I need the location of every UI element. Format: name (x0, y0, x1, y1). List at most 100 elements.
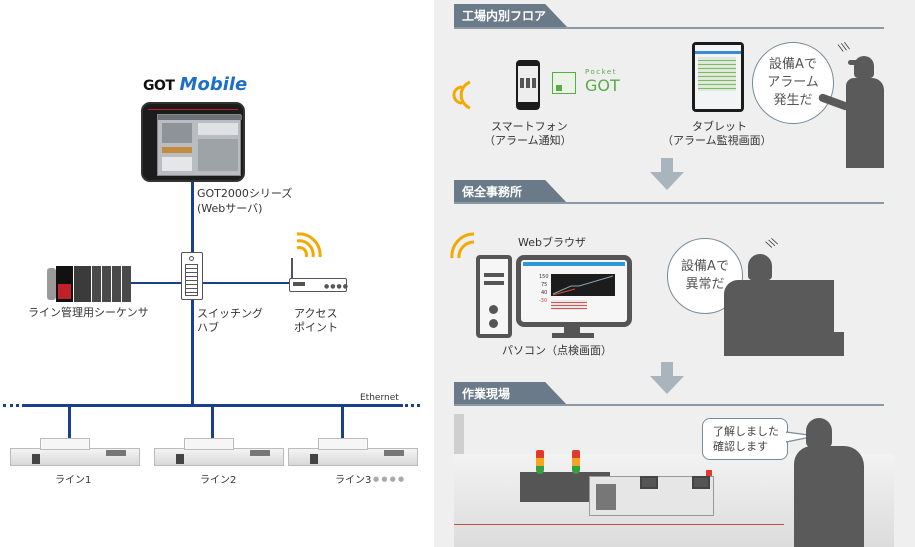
hub-label-line2: ハブ (197, 321, 219, 334)
production-line-1[interactable] (10, 436, 140, 466)
line1-drop (68, 406, 71, 439)
logo-got: GOT (143, 78, 175, 94)
device-accent-stripe (148, 109, 238, 110)
plc-cpu-module (56, 266, 73, 302)
worker-cap (848, 60, 860, 65)
desk-silhouette (764, 332, 844, 356)
worker-body (846, 78, 884, 168)
pc-tower[interactable] (476, 255, 512, 338)
pc-value-2: 75 (541, 282, 548, 288)
tablet-screen (695, 45, 741, 109)
production-line-2[interactable] (154, 436, 284, 466)
machine-cover (40, 438, 90, 450)
machine-part (384, 450, 404, 456)
got2000-label: GOT2000シリーズ (197, 187, 293, 200)
screen-readouts (162, 157, 192, 171)
hub-ports (185, 264, 198, 296)
screen-lamps (162, 147, 192, 153)
scenario-panel: 工場内別フロア Pocket GOT スマートフォン （アラーム通知） タブレッ… (434, 0, 915, 547)
speech-line: 設備Aで (681, 259, 729, 274)
pocket-got-bottom: GOT (585, 76, 620, 95)
drive-bay (484, 273, 504, 277)
ap-body: ●●●● (289, 278, 349, 292)
signal-tower-2 (572, 450, 580, 474)
browser-title-bar (523, 262, 625, 266)
speech-tail (786, 431, 816, 443)
got-panel-screen (640, 476, 658, 489)
line1-label: ライン1 (55, 475, 92, 486)
pocket-got-icon (552, 72, 576, 94)
pc-label: パソコン（点検画面） (502, 344, 612, 357)
wifi-signal-icon (452, 80, 471, 110)
screen-buttons-area (162, 123, 192, 143)
machine-part (106, 450, 126, 456)
plc-io-module (112, 266, 121, 302)
browser-label: Webブラウザ (518, 236, 586, 249)
tablet[interactable] (692, 42, 744, 112)
device-screen (157, 114, 242, 176)
pc-value-3: 40 (541, 290, 548, 296)
signal-tower-1 (536, 450, 544, 474)
pocket-got-icon-detail (556, 85, 562, 91)
tablet-toolbar (695, 51, 741, 54)
machine-part (310, 454, 318, 464)
machine-part (176, 454, 184, 464)
speech-line: 設備Aで (769, 57, 817, 72)
hub-led (189, 256, 194, 261)
pc-alarm-table (551, 300, 587, 310)
plc-io-module (74, 266, 91, 302)
section-rule (454, 27, 884, 29)
speech-line: 了解しました (713, 425, 779, 438)
plc-power-module (47, 268, 56, 300)
machine-part (32, 454, 40, 464)
pc-monitor[interactable]: 150 75 40 -30 (516, 255, 632, 327)
machine-window (596, 484, 616, 510)
surprise-lines-icon: \\\ (764, 236, 780, 251)
alarm-lamp (706, 470, 712, 476)
logo-mobile: Mobile (179, 74, 248, 95)
section-header-factory-floor: 工場内別フロア (454, 4, 568, 28)
desk-monitor-silhouette (774, 280, 834, 332)
smartphone-label: スマートフォン (491, 120, 568, 133)
ethernet-bus-dashed-right (400, 404, 420, 407)
section-rule (454, 404, 884, 406)
speech-bubble-anomaly: 設備Aで 異常だ (667, 238, 743, 314)
reset-button-icon (489, 319, 498, 328)
lan-link-line (130, 282, 293, 284)
plc-red-panel (58, 284, 71, 299)
ap-label-line2: ポイント (294, 321, 338, 334)
got2000-device[interactable] (141, 102, 245, 182)
machine-cover (184, 438, 234, 450)
flow-arrow-down-icon (650, 158, 684, 190)
access-point[interactable]: ●●●● (289, 258, 349, 294)
section-header-work-site: 作業現場 (454, 382, 568, 406)
hub-label-line1: スイッチング (197, 307, 263, 320)
trend-graph (551, 274, 615, 296)
got2000-role-label: (Webサーバ) (197, 202, 263, 215)
more-lines-indicator: ● ● ● ● (373, 475, 405, 483)
machine-part (250, 450, 270, 456)
ap-label-line1: アクセス (294, 307, 338, 320)
line3-drop (341, 406, 344, 439)
production-line-3[interactable] (288, 436, 418, 466)
machine-cover (318, 438, 368, 450)
worker-head (748, 254, 772, 280)
smartphone[interactable] (516, 60, 540, 110)
sequencer-label: ライン管理用シーケンサ (28, 306, 149, 319)
ap-leds: ●●●● (324, 283, 349, 290)
plc-sequencer[interactable] (47, 266, 131, 302)
pc-value-1: 150 (539, 274, 549, 280)
speech-line: 確認します (713, 440, 768, 453)
pc-value-4: -30 (539, 298, 548, 304)
worker-head (806, 418, 832, 448)
worker-body (794, 446, 864, 547)
tablet-label: タブレット (692, 120, 747, 133)
line3-label: ライン3 (335, 475, 372, 486)
section-header-maintenance-office: 保全事務所 (454, 180, 568, 204)
conveyor-stripe (454, 524, 784, 525)
switching-hub[interactable] (181, 252, 203, 300)
ethernet-label: Ethernet (360, 393, 399, 403)
line2-label: ライン2 (200, 475, 237, 486)
surprise-lines-icon: \\\ (837, 40, 851, 55)
phone-app-icons (520, 78, 536, 88)
